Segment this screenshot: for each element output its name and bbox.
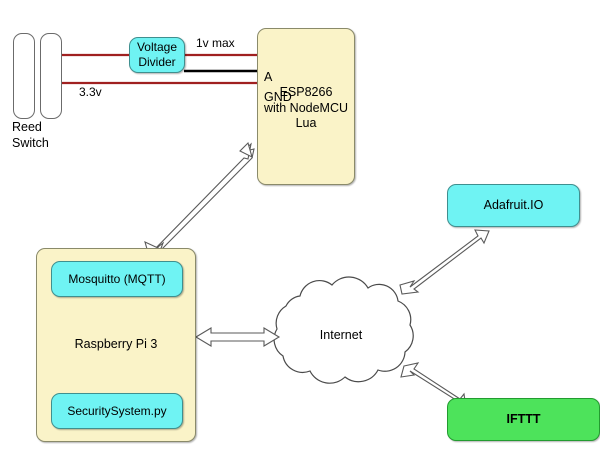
wire-label-1v-max: 1v max	[196, 36, 235, 50]
node-esp8266[interactable]: A GND ESP8266 with NodeMCU Lua	[257, 28, 355, 185]
voltage-divider-line1: Voltage	[136, 40, 178, 54]
internet-cloud	[273, 276, 414, 384]
reed-switch-label-line2: Switch	[12, 135, 49, 150]
reed-switch-contact-right	[40, 33, 62, 119]
arrow-rpi-to-internet	[194, 327, 281, 347]
adafruit-label: Adafruit.IO	[483, 197, 544, 212]
reed-switch-label: Reed Switch	[6, 120, 76, 160]
reed-switch-label-line1: Reed	[12, 120, 42, 134]
esp-pin-a-label: A	[264, 70, 273, 84]
arrow-esp-to-rpi	[144, 141, 255, 257]
security-system-label: SecuritySystem.py	[67, 403, 167, 418]
esp-line3: Lua	[295, 116, 317, 131]
node-voltage-divider[interactable]: Voltage Divider	[129, 37, 185, 73]
node-security-system-py[interactable]: SecuritySystem.py	[51, 393, 183, 429]
reed-switch-contact-left	[13, 33, 35, 119]
internet-cloud-label: Internet	[319, 328, 363, 342]
mosquitto-label: Mosquitto (MQTT)	[68, 271, 166, 286]
voltage-divider-line2: Divider	[138, 55, 176, 69]
esp-line1: ESP8266	[279, 85, 333, 99]
esp-line2: with NodeMCU	[263, 100, 349, 115]
arrow-internet-to-adafruit	[399, 229, 490, 295]
ifttt-label: IFTTT	[506, 411, 541, 426]
node-mosquitto-mqtt[interactable]: Mosquitto (MQTT)	[51, 261, 183, 297]
esp-pin-gnd-label: GND	[264, 90, 292, 104]
wire-label-3v3: 3.3v	[79, 85, 102, 99]
node-adafruit-io[interactable]: Adafruit.IO	[447, 184, 580, 227]
node-ifttt[interactable]: IFTTT	[447, 398, 600, 441]
raspberry-pi-label: Raspberry Pi 3	[74, 337, 158, 351]
node-raspberry-pi[interactable]: Mosquitto (MQTT) Raspberry Pi 3 Security…	[36, 248, 196, 442]
